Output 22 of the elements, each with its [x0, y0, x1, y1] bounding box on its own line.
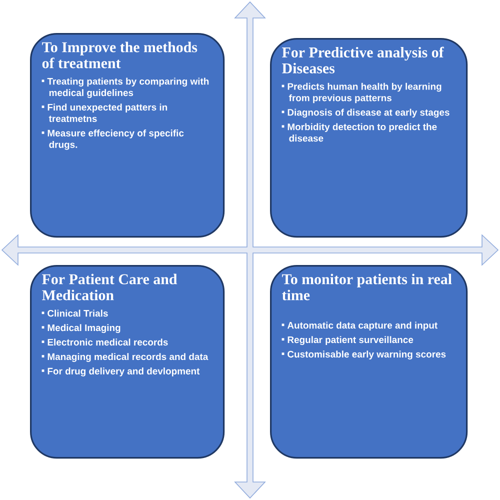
box-heading: For Patient Care and Medication — [42, 274, 178, 300]
bullet-item: Electronic medical records — [42, 338, 168, 346]
bullet-item: Morbidity detection to predict the disease — [282, 123, 437, 142]
bullet-item: Regular patient surveillance — [282, 336, 414, 346]
bullet-item: Customisable early warning scores — [282, 350, 446, 360]
bullet-item: Medical Imaging — [42, 324, 120, 334]
bullet-item: Treating patients by comparing with medical guidelines — [42, 78, 209, 98]
box-heading: To Improve the methods of treatment — [42, 42, 198, 68]
bullet-item: For drug delivery and devlopment — [42, 368, 200, 376]
box-heading: To monitor patients in real time — [282, 274, 452, 300]
bullet-item: Predicts human health by learning from previous patterns — [282, 82, 442, 104]
bullet-item: Automatic data capture and input — [282, 322, 438, 331]
rounded-box — [30, 33, 225, 238]
bullet-item: Find unexpected patters in treatmetns — [42, 104, 168, 122]
rounded-box — [30, 265, 225, 459]
bullet-item: Managing medical records and data — [42, 353, 208, 362]
rounded-box — [270, 265, 468, 459]
rounded-box — [270, 38, 468, 238]
box-heading: For Predictive analysis of Diseases — [282, 46, 444, 74]
bullet-item: Measure effeciency of specific drugs. — [42, 130, 184, 150]
bullet-item: Clinical Trials — [42, 310, 108, 317]
bullet-item: Diagnosis of disease at early stages — [282, 108, 450, 118]
